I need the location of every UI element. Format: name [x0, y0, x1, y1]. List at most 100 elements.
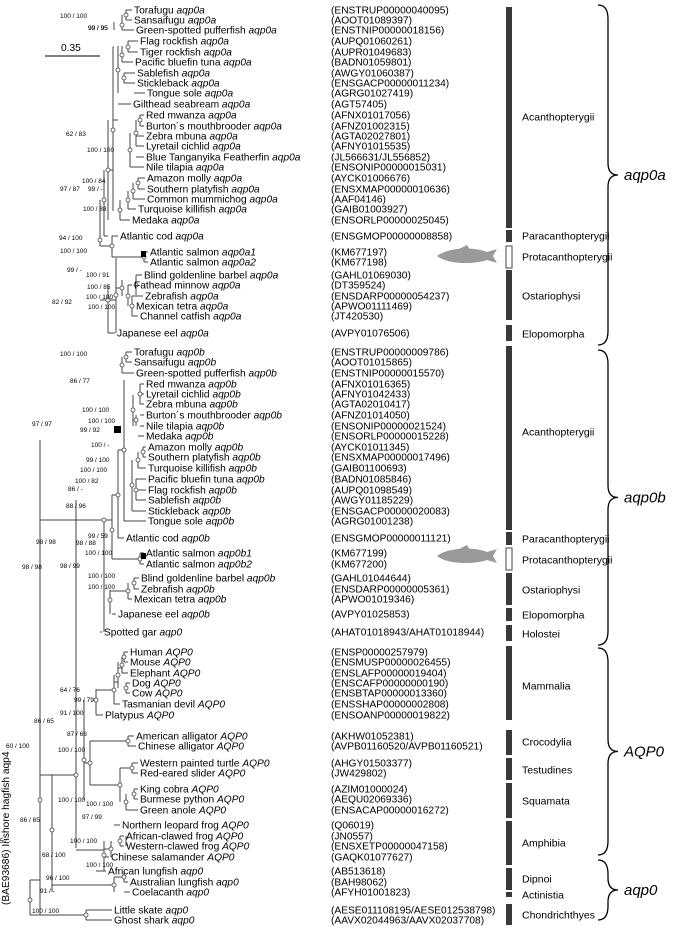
accession-label: (AEQU02069336) [331, 795, 412, 806]
taxon-name: Southern platyfish [147, 185, 231, 196]
accession-label: (ENSTRUP00000040095) [331, 6, 449, 17]
leaf-label: Sablefish aqp0b [148, 496, 221, 507]
taxon-name: Common mummichog [147, 195, 249, 206]
taxon-name: Atlantic salmon [146, 560, 218, 571]
group-label: Elopomorpha [522, 610, 585, 622]
accession-label: (ENSMUSP00000026455) [331, 658, 451, 669]
tree-node [129, 482, 135, 488]
accession-label: (AVPY01025853) [331, 610, 410, 621]
gene-name: aqp0b [206, 517, 235, 528]
taxon-name: Green-spotted pufferfish [136, 369, 249, 380]
leaf-label: Stickleback aqp0a [137, 79, 220, 90]
tree-node [129, 765, 135, 771]
taxon-name: Sablefish [137, 69, 182, 80]
group-label: Testudines [522, 765, 572, 777]
gene-name: aqp0a2 [222, 258, 256, 269]
accession-label: (KM677199) [331, 549, 387, 560]
support-value: 87 / 66 [67, 731, 87, 738]
leaf-label: Flag rockfish aqp0b [148, 486, 237, 497]
support-value: 98 / 98 [36, 539, 56, 546]
gene-name: AQP0 [165, 648, 194, 659]
clade-brace [597, 349, 619, 646]
taxon-name: Ghost shark [114, 916, 172, 927]
gene-name: AQP0 [146, 711, 175, 722]
taxon-name: King cobra [140, 785, 192, 796]
taxon-name: Atlantic salmon [150, 248, 222, 259]
gene-name: aqp0b [254, 411, 283, 422]
support-value: 91 / 100 [60, 710, 84, 717]
leaf-label: Spotted gar aqp0 [104, 628, 183, 639]
leaf-label: Burton´s mouthbrooder aqp0b [146, 410, 282, 422]
accession-label: (ENSTNIP00000015570) [331, 369, 444, 380]
leaf-label: Burmese python AQP0 [140, 795, 245, 806]
gene-name: aqp0a [212, 142, 241, 153]
gene-name: AQP0 [206, 853, 235, 864]
gene-name: aqp0b [212, 390, 241, 401]
tree-node [137, 391, 143, 397]
gene-name: aqp0a [254, 122, 283, 133]
accession-label: (AHGY01503377) [331, 759, 412, 770]
leaf-label: Atlantic salmon aqp0b1 [146, 549, 252, 560]
support-value: 100 / 100 [32, 908, 59, 915]
leaf-label: Atlantic cod aqp0a [120, 232, 204, 243]
tree-node [111, 882, 117, 888]
taxon-name: Amazon molly [148, 443, 215, 454]
taxon-name: Blind goldenline barbel [141, 574, 247, 585]
taxon-name: Burton´s mouthbrooder [146, 410, 254, 422]
gene-name: aqp0b [215, 443, 244, 454]
gene-name: aqp0a [272, 153, 301, 164]
accession-label: (Q06019) [331, 821, 374, 832]
leaf-label: Western painted turtle AQP0 [140, 759, 270, 770]
gene-name: AQP0 [172, 669, 201, 680]
accession-label: (GAHL01044644) [331, 574, 411, 585]
tree-node [123, 12, 129, 18]
support-value: 86 / 65 [20, 817, 40, 824]
gene-name: aqp0b [249, 369, 278, 380]
taxon-name: Nile tilapia [146, 422, 196, 433]
taxon-name: Red-eared slider [140, 769, 218, 780]
tree-node [110, 127, 116, 133]
leaf-label: Amazon molly aqp0b [148, 443, 243, 454]
support-value: 100 / 100 [60, 351, 87, 358]
accession-label: (ENSONIP00000015031) [331, 163, 446, 174]
support-value: 100 / 100 [58, 797, 85, 804]
leaf-label: Chinese salamander AQP0 [111, 853, 235, 864]
accession-label: (ENSDARP00000054237) [331, 292, 449, 303]
gene-name: aqp0a [223, 58, 252, 69]
taxon-name: Channel catfish [140, 312, 213, 323]
accession-label: (AFYH01001823) [331, 888, 410, 899]
group-bar [506, 730, 512, 755]
accession-label: (ENSLAFP00000019404) [331, 669, 447, 680]
gene-name: aqp0a [182, 69, 211, 80]
taxon-name: Pacific bluefin tuna [135, 58, 223, 69]
gene-name: aqp0b [185, 432, 214, 443]
leaf-label: Western-clawed frog AQP0 [126, 842, 250, 853]
taxon-name: Atlantic salmon [146, 549, 218, 560]
leaf-label: Nile tilapia aqp0a [146, 163, 225, 174]
gene-name: aqp0a [213, 312, 242, 323]
leaf-label: Torafugu aqp0a [134, 6, 205, 17]
group-bar [506, 646, 512, 720]
group-label: Crocodylia [522, 737, 572, 749]
accession-label: (AUPQ01098549) [331, 486, 412, 497]
clade-label: AQP0 [623, 744, 665, 761]
leaf-label: Lyretail cichlid aqp0b [146, 390, 241, 401]
accession-label: (ENSGMOP00000011121) [331, 534, 451, 545]
taxon-name: Coelacanth [132, 888, 186, 899]
accession-label: (ENSBTAP00000013360) [331, 689, 447, 700]
tree-node [135, 180, 141, 186]
group-bar [506, 892, 512, 897]
group-bar [506, 625, 512, 641]
support-value: 100 / 100 [60, 13, 87, 20]
leaf-label: Zebra mbuna aqp0b [146, 400, 238, 411]
taxon-name: Nile tilapia [146, 163, 196, 174]
leaf-label: Coelacanth aqp0 [132, 888, 209, 899]
group-bar [506, 532, 512, 545]
tree-node [81, 757, 87, 763]
leaf-label: King cobra AQP0 [140, 785, 219, 796]
group-bar [506, 230, 512, 242]
accession-label: (ENSP00000257979) [331, 648, 428, 659]
leaf-label: Ghost shark aqp0 [114, 916, 195, 927]
group-bar [506, 573, 512, 605]
